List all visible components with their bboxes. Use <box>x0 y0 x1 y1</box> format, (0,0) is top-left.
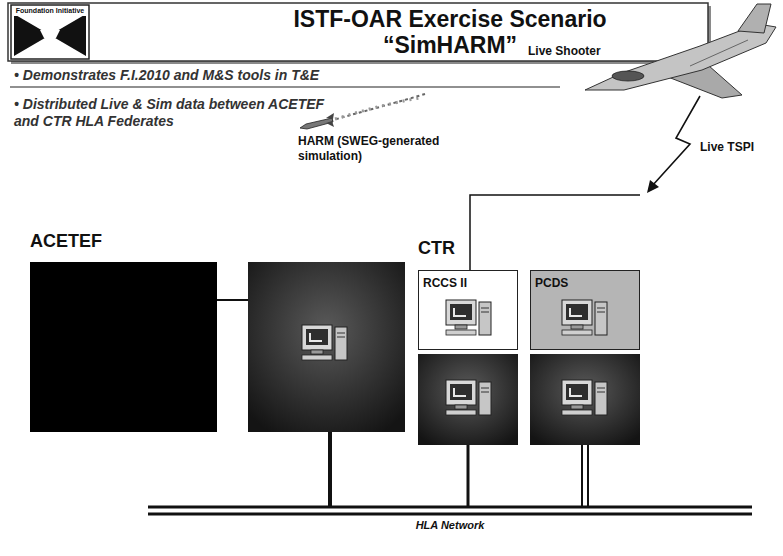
group-box: ACETEF <box>30 228 217 432</box>
tspi-feed <box>470 195 640 270</box>
computer-icon <box>446 380 491 415</box>
bullet-text: • Demonstrates F.I.2010 and M&S tools in… <box>14 67 574 84</box>
network-bus <box>148 513 752 516</box>
logo-frame <box>11 5 89 59</box>
wire <box>581 445 583 507</box>
jet-illustration <box>585 4 776 98</box>
computer-icon <box>562 380 607 415</box>
tspi-link <box>652 96 700 186</box>
box-fill <box>530 270 640 350</box>
computer-icon <box>562 300 607 335</box>
computer-icon <box>446 300 491 335</box>
box-fill <box>418 270 518 350</box>
shooter-label: Live Shooter <box>528 44 618 59</box>
missile-label: HARM (SWEG-generated simulation) <box>298 134 503 164</box>
group-fill <box>30 262 217 432</box>
group-heading: ACETEF <box>30 228 217 262</box>
logo-bowtie <box>14 14 86 56</box>
computer-icon <box>302 325 347 360</box>
computer-panel <box>248 262 405 432</box>
arrowhead <box>647 180 659 193</box>
process-box: PCDS <box>530 270 640 350</box>
box-label: PCDS <box>535 276 568 291</box>
network-label: HLA Network <box>380 518 520 532</box>
logo-emblem <box>40 30 60 38</box>
group-label: CTR <box>418 238 478 259</box>
process-box: RCCS II <box>418 270 518 350</box>
computer-panel <box>530 354 640 445</box>
computer-panel <box>418 354 518 445</box>
wire <box>587 445 589 507</box>
link-label: Live TSPI <box>700 140 780 155</box>
box-label: RCCS II <box>423 276 467 291</box>
wire <box>328 432 332 507</box>
network-bus <box>148 506 752 509</box>
logo-text: Foundation Initiative <box>13 6 87 16</box>
rule <box>10 86 560 87</box>
bullet-text: • Distributed Live & Sim data between AC… <box>14 96 332 130</box>
title-banner <box>8 3 708 61</box>
wire <box>467 445 470 507</box>
